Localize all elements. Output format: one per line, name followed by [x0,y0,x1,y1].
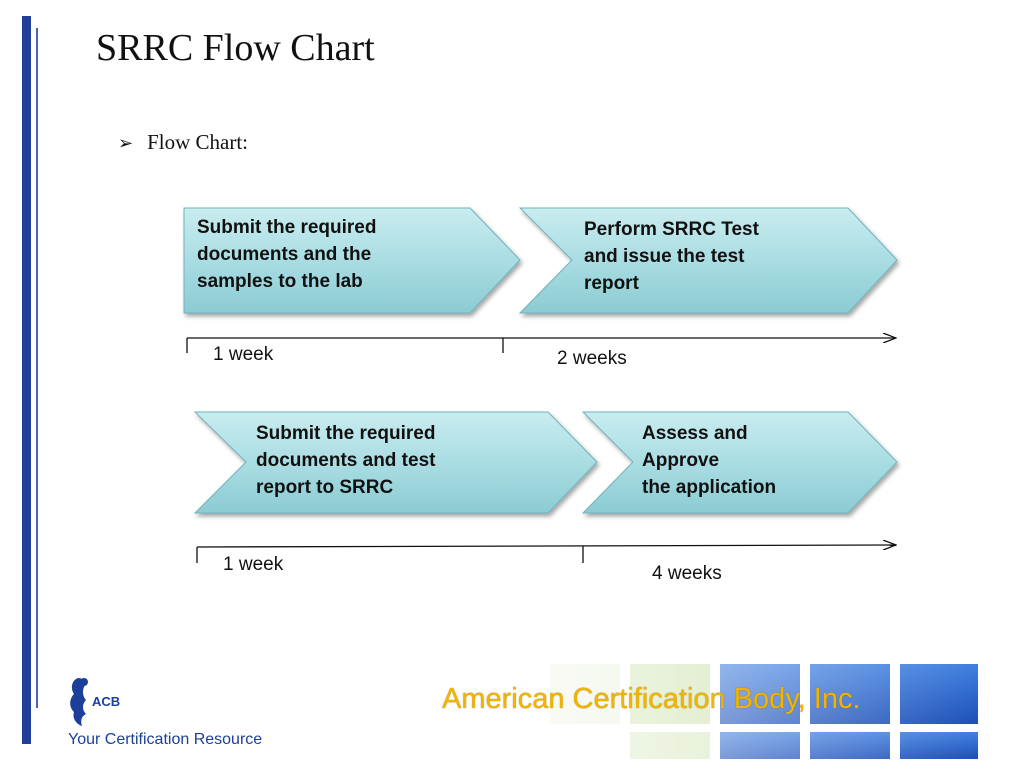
bullet-heading: ➢ Flow Chart: [118,130,248,155]
step-text-submit-report: Submit the required documents and test r… [256,420,435,501]
bullet-text: Flow Chart: [147,130,249,154]
arrow-bullet-icon: ➢ [118,133,134,153]
step-line: Submit the required [256,423,436,444]
step-line: Submit the required [197,217,377,238]
step-line: report [584,273,639,294]
duration-label-row2-step2: 4 weeks [652,563,722,584]
logo-text: ACB [92,694,120,709]
slide-title: SRRC Flow Chart [96,27,375,69]
duration-label-row1-step2: 2 weeks [557,348,627,369]
duration-label-row2-step1: 1 week [223,554,284,575]
timeline-axis-row2 [196,545,896,547]
footer-tagline: Your Certification Resource [68,731,263,748]
step-text-perform-test: Perform SRRC Test and issue the test rep… [584,216,759,297]
step-chevron-assess-approve [581,411,898,514]
step-line: the application [642,477,777,498]
step-chevron-perform-test [518,207,898,314]
step-line: samples to the lab [197,271,363,292]
left-accent-line [36,28,38,708]
step-line: Approve [642,450,720,471]
step-arrow-submit-samples [183,207,521,314]
step-chevron-submit-report [193,411,598,514]
step-text-assess-approve: Assess and Approve the application [642,420,776,501]
duration-label-row1-step1: 1 week [213,344,274,365]
company-name: American Certification Body, Inc. [442,683,861,715]
step-line: report to SRRC [256,477,394,498]
step-line: documents and the [197,244,372,265]
step-text-submit-samples: Submit the required documents and the sa… [197,214,376,295]
left-accent-bar [22,16,31,744]
step-line: Perform SRRC Test [584,219,759,240]
step-line: and issue the test [584,246,745,267]
acb-logo-icon: ACB [70,678,120,726]
footer-banner-graphic [420,664,980,759]
step-line: Assess and [642,423,748,444]
step-line: documents and test [256,450,436,471]
